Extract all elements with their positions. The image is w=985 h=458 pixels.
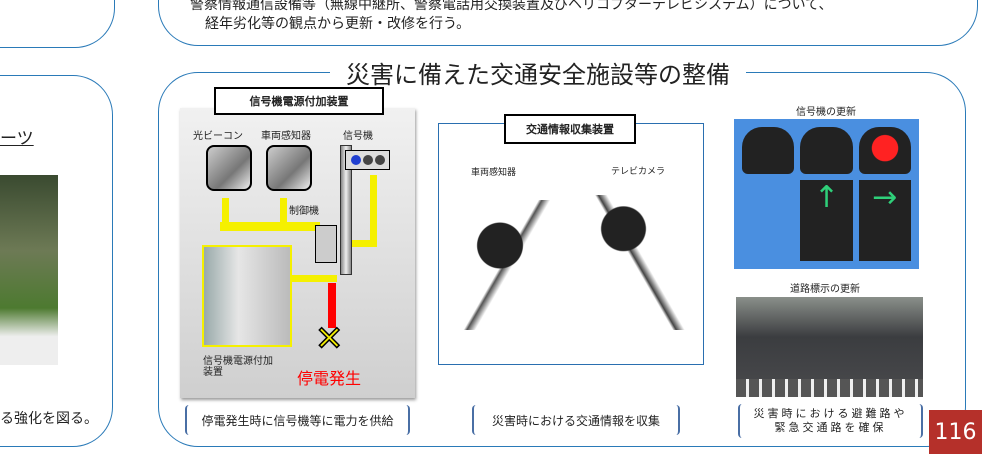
signal-pole — [340, 145, 352, 275]
left-footer-fragment: る強化を図る。 — [0, 411, 98, 427]
left-photo — [0, 175, 58, 365]
traffic-detector-label: 車両感知器 — [471, 168, 517, 178]
arrow-line-h — [220, 222, 320, 231]
section-title: 災害に備えた交通安全施設等の整備 — [330, 55, 746, 90]
power-caption: 停電発生時に信号機等に電力を供給 — [185, 405, 410, 435]
signal-label: 信号機 — [343, 131, 373, 142]
right-caption: 災害時における避難路や 緊急交通路を確保 — [738, 404, 923, 438]
traffic-detector-photo — [462, 200, 557, 330]
power-line-yellow — [292, 275, 337, 282]
right-caption-line1: 災害時における避難路や — [753, 406, 908, 420]
beacon-photo — [206, 145, 252, 191]
controller-box — [315, 225, 337, 263]
sign-update-label: 道路標示の更新 — [790, 284, 860, 295]
arrow-detector — [280, 198, 287, 226]
signal-update-photo: ↑→ — [734, 119, 919, 269]
left-top-panel — [0, 0, 115, 48]
arrow-signal-h — [352, 240, 377, 247]
traffic-info-caption: 災害時における交通情報を収集 — [472, 405, 680, 435]
controller-label: 制御機 — [289, 206, 319, 217]
right-caption-line2: 緊急交通路を確保 — [774, 421, 887, 434]
power-device-photo — [202, 245, 292, 347]
arrow-signal — [370, 175, 377, 245]
detector-photo — [266, 145, 312, 191]
signal-update-label: 信号機の更新 — [796, 107, 856, 118]
left-heading-fragment: ーツ — [0, 129, 34, 149]
sign-update-photo — [736, 297, 923, 397]
power-title: 信号機電源付加装置 — [214, 87, 384, 115]
top-panel-line2: 経年劣化等の観点から更新・改修を行う。 — [205, 16, 471, 32]
signal-head-icon — [345, 150, 390, 170]
traffic-camera-label: テレビカメラ — [611, 167, 666, 177]
power-device-label: 信号機電源付加装置 — [203, 356, 273, 378]
beacon-label: 光ビーコン — [193, 131, 243, 142]
top-panel — [158, 0, 978, 46]
arrow-beacon — [222, 198, 229, 226]
outage-label: 停電発生 — [297, 369, 362, 388]
cross-icon: ✕ — [314, 319, 344, 359]
traffic-info-title: 交通情報収集装置 — [504, 114, 636, 144]
page-number: 116 — [929, 410, 982, 454]
power-line-red — [328, 283, 336, 328]
traffic-camera-photo — [595, 195, 690, 330]
detector-label: 車両感知器 — [261, 131, 311, 142]
top-panel-line1: 警察情報通信設備等（無線中継所、警察電話用交換装置及びヘリコプターテレビシステム… — [190, 0, 833, 13]
